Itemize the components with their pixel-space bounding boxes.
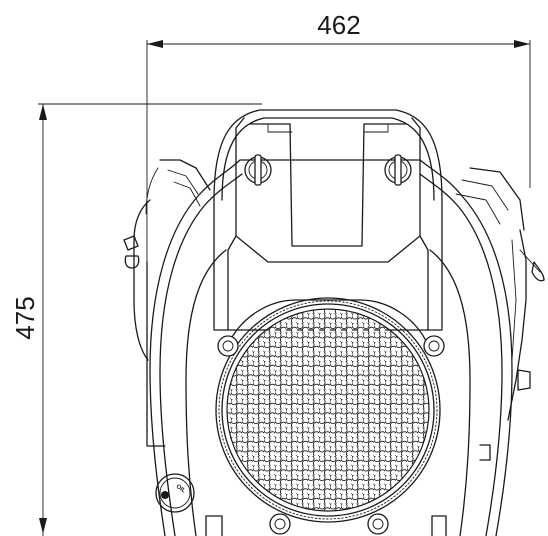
oil-cap-label: OIL — [175, 484, 187, 495]
height-dimension: 475 — [10, 103, 262, 536]
right-block-outline — [507, 229, 527, 421]
fastener-left — [244, 154, 272, 186]
top-cover — [213, 109, 443, 331]
right-block-inner-edge — [511, 239, 517, 361]
height-arrow-bottom — [39, 518, 47, 534]
shroud-inner-edge-right — [419, 173, 503, 536]
oil-drop-icon — [161, 491, 169, 499]
height-dimension-label: 475 — [10, 296, 40, 339]
right-side-fitting — [479, 444, 491, 461]
left-head-fin — [173, 181, 201, 207]
left-spark-plug — [124, 255, 140, 269]
shroud-outer-outline — [149, 159, 513, 536]
oil-cap-outer — [155, 473, 195, 513]
left-cylinder-head — [159, 159, 211, 191]
fastener-left-slot — [254, 154, 262, 186]
right-spark-plug — [531, 261, 545, 282]
blower-housing — [149, 159, 513, 536]
top-cover-side-left — [227, 235, 237, 331]
top-cover-recess — [249, 123, 407, 247]
grill-outer-rim — [215, 297, 441, 523]
fastener-right-slot — [394, 154, 402, 186]
lower-bracket-left — [205, 515, 223, 536]
grill-hex-mesh — [226, 308, 430, 512]
shroud-inner-edge-left — [159, 173, 243, 536]
width-dimension-label: 462 — [317, 10, 360, 40]
top-cover-inner-rim — [221, 117, 435, 201]
grill-mount-lug-lower-left — [269, 513, 291, 535]
grill-mount-lug-lower-right — [367, 513, 389, 535]
top-cover-notch-right — [363, 123, 389, 133]
width-dimension: 462 — [146, 10, 531, 262]
fan-grill — [215, 297, 445, 535]
grill-mount-lug-upper-left — [217, 335, 239, 357]
grill-upper-frame — [227, 299, 429, 346]
height-arrow-top — [39, 104, 47, 120]
right-plug-wire — [519, 249, 541, 273]
left-block-outline — [133, 199, 151, 361]
right-head-fin — [461, 179, 509, 211]
engine-block — [123, 159, 545, 461]
width-arrow-left — [147, 40, 163, 48]
grill-mount-lug-upper-right — [423, 335, 445, 357]
grill-perforated-ring — [218, 300, 438, 520]
right-cylinder-head — [469, 167, 525, 231]
grill-inner-rim — [221, 303, 435, 517]
shroud-panel-line-left — [185, 249, 227, 536]
fastener-right — [384, 154, 412, 186]
shroud-panel-line-right — [429, 249, 471, 536]
top-cover-center-panel — [235, 117, 421, 263]
lower-bracket-right — [431, 515, 447, 536]
width-arrow-right — [514, 40, 530, 48]
oil-cap-inner — [159, 477, 191, 509]
top-cover-outline — [213, 109, 443, 331]
lower-housing — [205, 515, 447, 536]
top-cover-notch-left — [267, 123, 293, 133]
base-plate-edge — [146, 261, 166, 447]
left-block-inner-edge — [145, 167, 159, 215]
right-side-bracket — [517, 369, 531, 391]
top-cover-side-right — [419, 235, 429, 331]
oil-fill-cap: OIL — [155, 473, 195, 513]
right-head-fin — [455, 193, 501, 225]
left-plug-boot — [123, 235, 139, 251]
left-head-fin — [167, 169, 199, 195]
